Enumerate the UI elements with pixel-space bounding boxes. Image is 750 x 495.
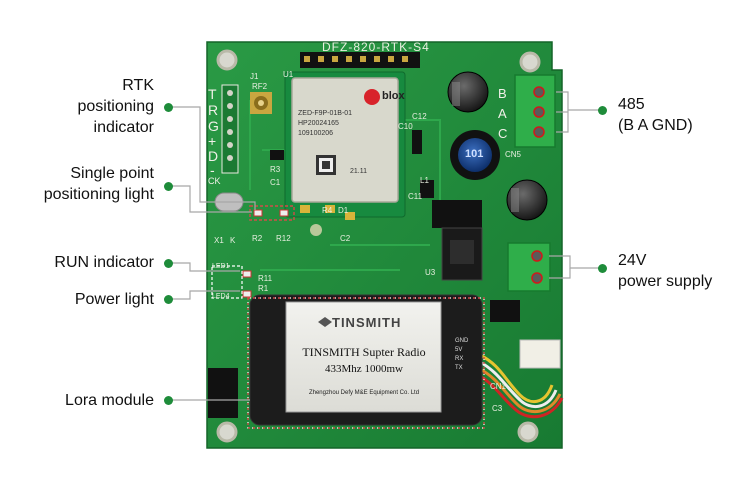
top-pin-header [300,52,420,68]
callout-dot-485 [598,106,607,115]
callout-dot-run [164,259,173,268]
ref-label: CN5 [505,150,522,159]
ref-label: J1 [250,72,259,81]
ref-label: D1 [338,206,349,215]
callout-lora-module: Lora module [65,392,154,409]
callout-run-indicator: RUN indicator [54,254,154,271]
ref-label: CN1 [490,382,507,391]
side-letter-minus: - [210,162,215,178]
ref-label: L1 [420,176,429,185]
status-leds [242,209,289,298]
side-letter-t: T [208,86,217,102]
ref-label: C3 [492,404,503,413]
regulator-ic [432,200,483,281]
ref-label: U1 [283,70,294,79]
ref-label: R12 [276,234,291,243]
ref-label: R4 [322,206,333,215]
highlight-boxes [211,205,485,429]
side-letter-d: D [208,148,219,164]
side-letter-plus: + [208,133,217,149]
callout-485: 485 (B A GND) [618,96,693,134]
smd-parts [270,130,520,322]
callout-rtk-indicator: RTK positioning indicator [77,77,155,136]
ref-label: C12 [412,112,427,121]
radio-pin-5v: 5V [455,347,463,353]
ref-label: LED4 [212,293,230,300]
wire-connector [479,339,564,419]
callout-dot-single-point [164,182,173,191]
callout-single-point-light: Single point positioning light [43,165,154,203]
callout-dot-lora [164,396,173,405]
inductor-marking: 101 [465,148,484,160]
gnss-line-3: 109100206 [298,130,334,137]
side-letter-g: G [208,118,219,134]
ref-label: R11 [258,274,273,283]
radio-spec: 433Mhz 1000mw [325,363,403,375]
ref-label: U3 [425,268,436,277]
side-letter-r: R [208,102,219,118]
terminal-block-24v [507,242,551,292]
ref-label: X1 [214,236,224,245]
board-silkscreen-title: DFZ-820-RTK-S4 [322,40,430,54]
gnss-brand: blox [382,90,405,102]
gnss-line-4: 21.11 [350,168,367,175]
left-pin-column [221,84,239,174]
radio-pin-tx: TX [455,365,463,371]
radio-brand: TINSMITH [332,315,402,330]
radio-pin-gnd: GND [455,338,469,344]
capacitors [447,71,548,221]
callout-24v-power-supply: 24V power supply [618,252,713,290]
callout-dot-rtk [164,103,173,112]
callout-dot-power [164,295,173,304]
radio-title: TINSMITH Supter Radio [302,345,426,359]
ref-label: C2 [340,234,351,243]
terminal-block-485 [514,74,556,148]
rf-connector [250,92,272,114]
radio-pin-rx: RX [455,356,464,362]
gnss-line-1: ZED-F9P-01B-01 [298,110,353,117]
ref-label: R2 [252,234,263,243]
side-letter-ck: CK [208,176,221,186]
terminal-letter-c: C [498,126,508,141]
ref-label: K [230,236,236,245]
terminal-letter-a: A [498,106,507,121]
ref-label: C11 [408,192,423,201]
radio-maker: Zhengzhou Defy M&E Equipment Co. Ltd [308,390,420,396]
gnss-line-2: HP20024165 [298,120,339,127]
ref-label: R1 [258,284,269,293]
ref-label: R3 [270,165,281,174]
inductor [450,130,500,180]
callout-dot-24v [598,264,607,273]
terminal-letter-b: B [498,86,507,101]
callout-power-light: Power light [74,291,154,308]
ref-label: RF2 [252,82,268,91]
lora-module [208,294,483,426]
ref-label: C10 [398,122,413,131]
ref-label: LED1 [212,263,230,270]
gnss-module [284,71,406,218]
leader-lines [168,91,600,401]
ref-label: C1 [270,178,281,187]
